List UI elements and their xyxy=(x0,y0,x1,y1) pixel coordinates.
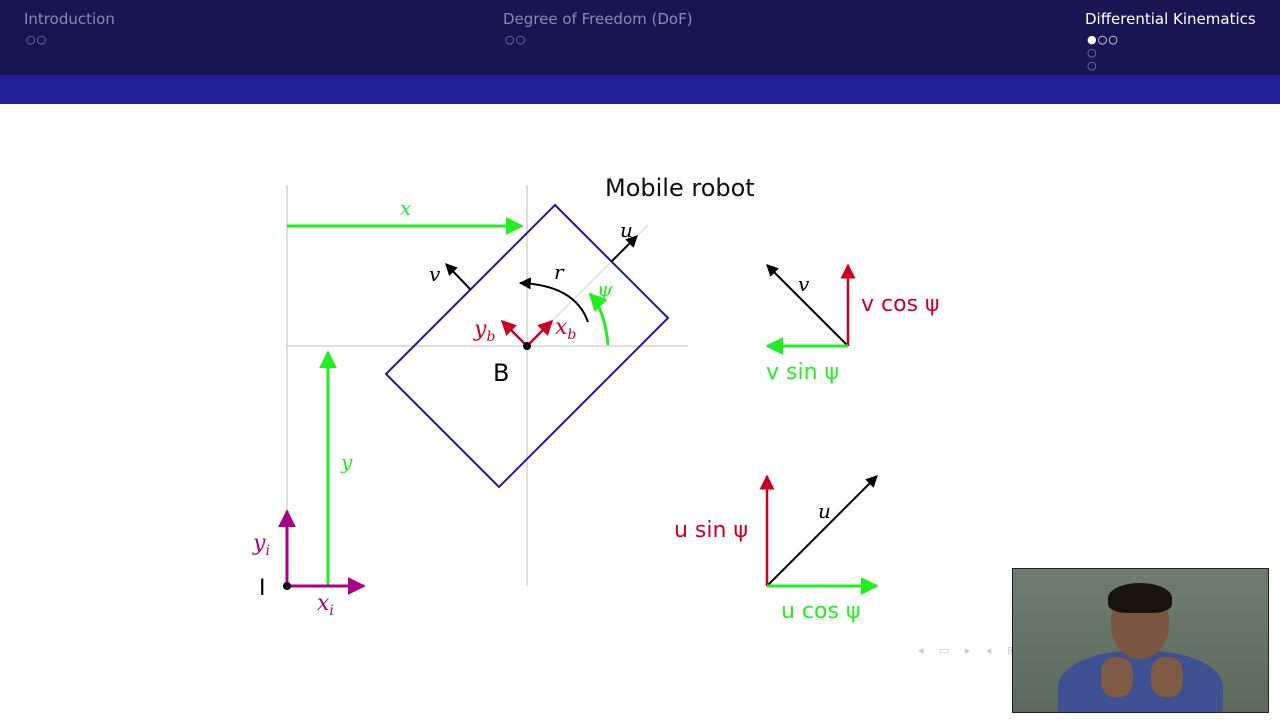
presenter-video-inset xyxy=(1012,568,1269,713)
robot-body xyxy=(384,203,670,489)
presenter-hair xyxy=(1108,583,1172,613)
yi-label: yi xyxy=(252,531,270,559)
u-vector-arrow xyxy=(766,475,878,587)
x-label: x xyxy=(400,196,411,220)
heading-angle-arc xyxy=(588,292,610,346)
v-velocity-arrow xyxy=(445,263,471,290)
psi-label: ψ xyxy=(597,277,613,301)
xi-label: xi xyxy=(317,591,334,619)
yb-label: yb xyxy=(473,317,495,345)
v-cos-psi-label: v cos ψ xyxy=(861,292,940,317)
v-vector-label: v xyxy=(798,272,810,296)
u-velocity-arrow xyxy=(611,235,638,262)
section-progress-dots[interactable]: ○○ xyxy=(505,33,527,46)
u-vector-label: u xyxy=(818,499,831,523)
subsection-dot[interactable]: ○ xyxy=(1087,59,1098,72)
r-label: r xyxy=(554,260,565,284)
mobile-robot-diagram: Mobile robot x y I yi xi yb xb B u v r ψ… xyxy=(252,174,940,624)
nav-section-differential-kinematics[interactable]: Differential Kinematics xyxy=(1085,10,1256,28)
body-frame-label: B xyxy=(493,359,509,387)
u-sin-psi-label: u sin ψ xyxy=(674,518,748,543)
xb-label: xb xyxy=(555,315,576,343)
u-label: u xyxy=(620,218,633,242)
presenter-body xyxy=(1058,651,1223,712)
presenter-hand xyxy=(1151,657,1183,697)
body-origin-point xyxy=(523,342,531,350)
yb-axis-arrow xyxy=(500,319,528,347)
diagram-title: Mobile robot xyxy=(605,174,755,202)
v-label: v xyxy=(429,262,441,286)
presenter-hand xyxy=(1101,657,1133,697)
section-progress-dots[interactable]: ●○○ xyxy=(1087,33,1119,46)
inertial-frame-label: I xyxy=(259,576,266,601)
angular-velocity-arc xyxy=(518,277,589,323)
inertial-origin-point xyxy=(283,582,291,590)
y-label: y xyxy=(340,450,353,474)
nav-section-dof[interactable]: Degree of Freedom (DoF) xyxy=(503,10,693,28)
slide-navigation-controls[interactable]: ◂ ▭ ▸ ◂ ⊞ xyxy=(918,644,1023,657)
nav-section-introduction[interactable]: Introduction xyxy=(24,10,115,28)
xb-axis-arrow xyxy=(526,319,554,347)
v-vector-arrow xyxy=(766,264,849,347)
header-bar: Introduction ○○ Degree of Freedom (DoF) … xyxy=(0,0,1280,75)
header-subbar xyxy=(0,75,1280,104)
v-sin-psi-label: v sin ψ xyxy=(766,360,839,385)
section-progress-dots[interactable]: ○○ xyxy=(26,33,48,46)
u-cos-psi-label: u cos ψ xyxy=(781,599,860,624)
subsection-dot[interactable]: ○ xyxy=(1087,46,1098,59)
